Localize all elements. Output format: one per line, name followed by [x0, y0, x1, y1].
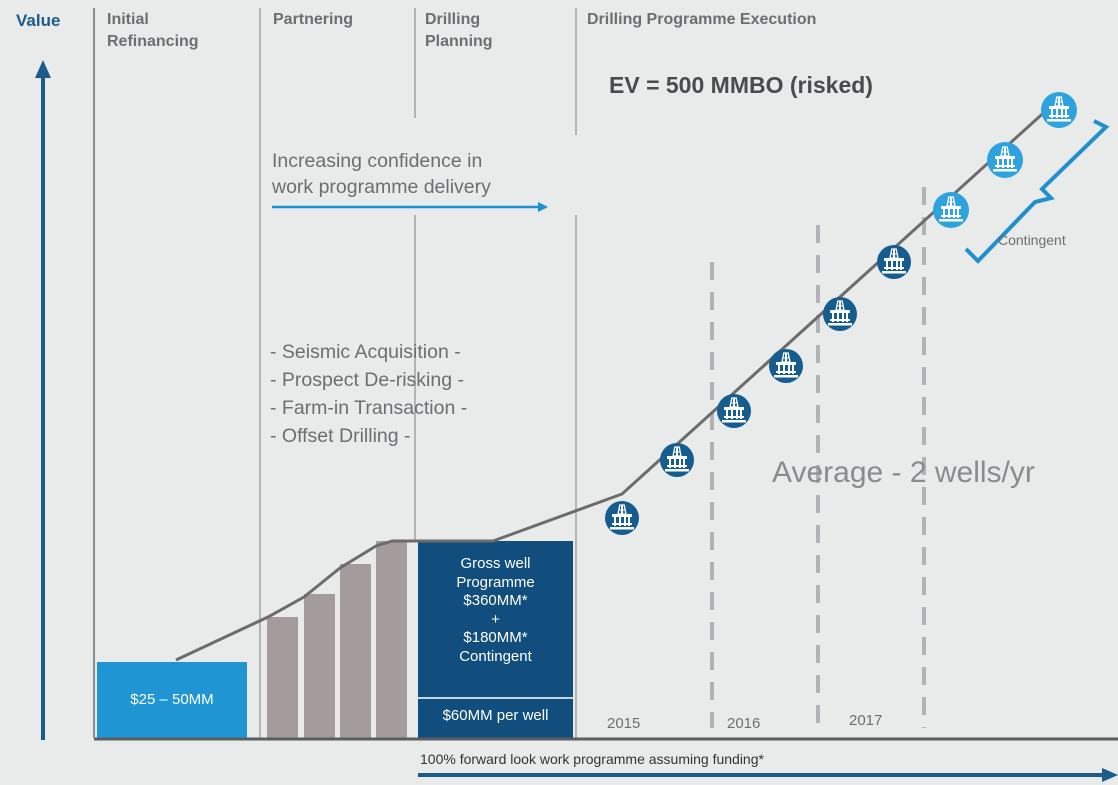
- well-icon-8: [987, 142, 1023, 178]
- activity-item: - Seismic Acquisition -: [270, 341, 461, 363]
- confidence-text: Increasing confidence in work programme …: [272, 150, 491, 198]
- gross-programme-text: Gross well Programme $360MM* + $180MM* C…: [456, 555, 535, 665]
- well-icon-9: [1041, 92, 1077, 128]
- well-icon-5: [823, 297, 857, 331]
- activities-list: - Seismic Acquisition - - Prospect De-ri…: [270, 338, 467, 450]
- well-icon-4: [769, 349, 803, 383]
- partnering-bar-3: [340, 564, 371, 738]
- phase-drilling-execution: Drilling Programme Execution: [587, 11, 817, 28]
- phase-initial-refinancing: Initial Refinancing: [107, 11, 199, 50]
- well-icon-2: [660, 443, 694, 477]
- forward-look-caption: 100% forward look work programme assumin…: [420, 751, 764, 767]
- ev-title: EV = 500 MMBO (risked): [609, 72, 873, 98]
- initial-funding-box: [97, 662, 247, 738]
- gross-programme-box: [418, 541, 573, 738]
- per-well-text: $60MM per well: [442, 707, 549, 724]
- initial-funding-text: $25 – 50MM: [130, 691, 214, 708]
- well-icon-1: [605, 501, 639, 535]
- y-axis-arrowhead: [35, 60, 51, 78]
- forward-look-arrowhead: [1102, 768, 1118, 782]
- partnering-bar-2: [304, 594, 335, 738]
- contingent-bracket: [964, 119, 1110, 264]
- year-2015: 2015: [607, 715, 641, 732]
- contingent-label: Contingent: [998, 232, 1066, 248]
- year-2017: 2017: [849, 712, 883, 729]
- y-axis-label: Value: [16, 11, 61, 30]
- phase-partnering: Partnering: [273, 11, 354, 28]
- phase-drilling-planning: Drilling Planning: [425, 11, 493, 50]
- partnering-bar-1: [267, 617, 298, 738]
- activity-item: - Farm-in Transaction -: [270, 397, 468, 419]
- activity-item: - Offset Drilling -: [270, 425, 411, 447]
- well-icon-7: [933, 192, 969, 228]
- activity-item: - Prospect De-risking -: [270, 369, 464, 391]
- year-2016: 2016: [727, 715, 761, 732]
- value-trajectory-line: [175, 96, 1062, 662]
- partnering-bar-4: [376, 541, 407, 738]
- well-icon-3: [717, 394, 751, 428]
- average-wells-text: Average - 2 wells/yr: [772, 456, 1035, 489]
- well-icon-6: [877, 245, 911, 279]
